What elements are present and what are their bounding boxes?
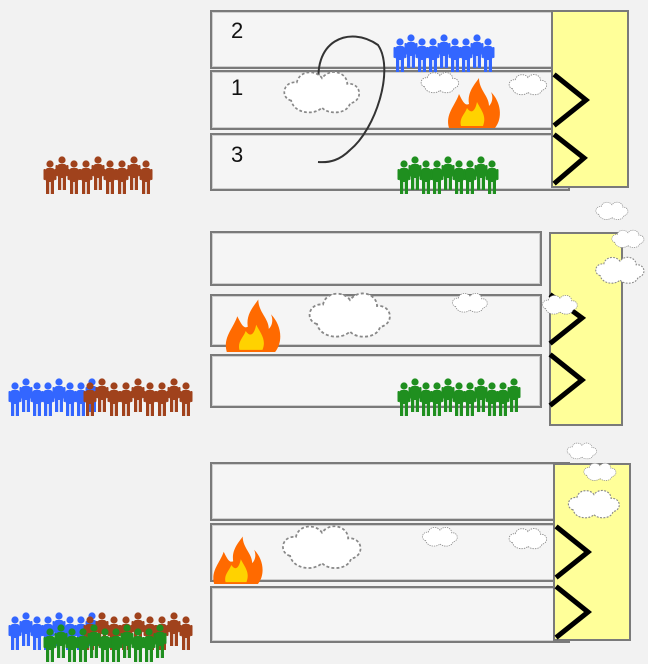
floor-top <box>210 231 542 286</box>
floor-1 <box>210 70 570 130</box>
person-icon <box>79 160 93 194</box>
person-icon <box>153 624 167 658</box>
person-group-green <box>397 156 499 194</box>
smoke-cloud-icon <box>420 72 459 94</box>
person-icon <box>43 160 57 194</box>
person-icon <box>120 624 134 658</box>
person-icon <box>109 628 123 662</box>
person-group-blue <box>393 34 495 72</box>
person-icon <box>507 378 521 412</box>
person-icon <box>115 160 129 194</box>
person-icon <box>52 378 66 412</box>
smoke-cloud-icon <box>567 489 620 519</box>
smoke-cloud-icon <box>595 256 645 284</box>
person-icon <box>127 156 141 190</box>
person-icon <box>43 628 57 662</box>
fire-icon <box>448 78 500 128</box>
smoke-cloud-icon <box>508 74 547 96</box>
person-icon <box>485 382 499 416</box>
person-icon <box>441 156 455 190</box>
person-icon <box>463 160 477 194</box>
person-icon <box>481 38 495 72</box>
stair-chevron-icon <box>554 584 593 640</box>
person-icon <box>119 382 133 416</box>
person-icon <box>408 156 422 190</box>
person-icon <box>8 616 22 650</box>
stair-chevron-icon <box>548 352 587 408</box>
person-icon <box>459 38 473 72</box>
person-icon <box>91 156 105 190</box>
person-icon <box>103 160 117 194</box>
smoke-cloud-icon <box>508 528 547 550</box>
person-icon <box>19 612 33 646</box>
person-icon <box>404 34 418 68</box>
stair-chevron-icon <box>554 524 593 580</box>
smoke-cloud-icon <box>422 526 458 547</box>
person-icon <box>426 38 440 72</box>
smoke-cloud-icon <box>308 292 391 338</box>
person-group-green <box>43 624 167 662</box>
floor-2 <box>210 10 570 69</box>
smoke-cloud-icon <box>452 292 488 313</box>
person-icon <box>474 156 488 190</box>
smoke-cloud-icon <box>542 294 578 315</box>
floor-label-1: 1 <box>231 75 244 100</box>
person-icon <box>83 382 97 416</box>
smoke-cloud-icon <box>595 201 629 220</box>
person-icon <box>67 160 81 194</box>
floor-bottom <box>210 586 570 643</box>
person-icon <box>55 156 69 190</box>
person-icon <box>179 616 193 650</box>
person-icon <box>179 382 193 416</box>
person-icon <box>30 382 44 416</box>
stair-chevron-icon <box>552 72 591 128</box>
person-icon <box>167 378 181 412</box>
person-icon <box>408 378 422 412</box>
smoke-cloud-icon <box>583 462 617 481</box>
person-icon <box>397 160 411 194</box>
smoke-cloud-icon <box>566 442 597 460</box>
fire-icon <box>225 299 281 352</box>
person-group-brown <box>83 378 193 416</box>
smoke-cloud-icon <box>282 525 362 569</box>
person-icon <box>167 612 181 646</box>
person-icon <box>19 378 33 412</box>
person-group-green <box>397 378 521 416</box>
smoke-cloud-icon <box>283 71 360 114</box>
person-group-brown <box>43 156 153 194</box>
person-icon <box>139 160 153 194</box>
floor-label-2: 2 <box>231 18 244 43</box>
stair-chevron-icon <box>552 132 588 186</box>
smoke-cloud-icon <box>611 229 645 248</box>
person-icon <box>131 378 145 412</box>
person-icon <box>397 382 411 416</box>
floor-middle <box>210 523 570 582</box>
person-icon <box>485 160 499 194</box>
person-icon <box>54 624 68 658</box>
person-icon <box>87 624 101 658</box>
evacuation-route-line <box>317 35 386 164</box>
floor-label-3: 3 <box>231 142 244 167</box>
floor-top <box>210 462 570 521</box>
stairwell <box>551 10 629 188</box>
person-icon <box>430 382 444 416</box>
person-icon <box>496 382 510 416</box>
fire-icon <box>213 536 263 584</box>
floor-3 <box>210 133 570 191</box>
